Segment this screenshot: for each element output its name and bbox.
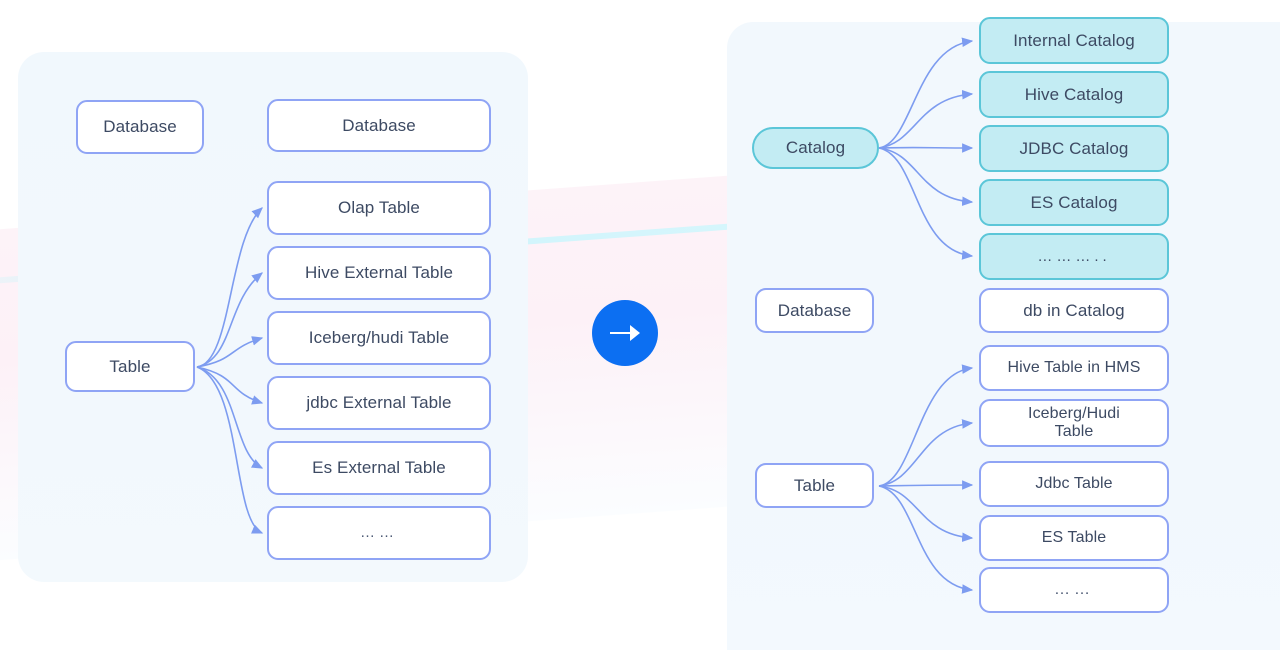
right-catalog-child-internal[interactable]: Internal Catalog [979,17,1169,64]
right-catalog-child-more[interactable]: ……….. [979,233,1169,280]
left-database-root[interactable]: Database [76,100,204,154]
left-table-child-hive-external[interactable]: Hive External Table [267,246,491,300]
right-table-root[interactable]: Table [755,463,874,508]
left-table-child-jdbc-external[interactable]: jdbc External Table [267,376,491,430]
right-catalog-root[interactable]: Catalog [752,127,879,169]
left-table-child-olap[interactable]: Olap Table [267,181,491,235]
right-database-root[interactable]: Database [755,288,874,333]
right-catalog-child-es[interactable]: ES Catalog [979,179,1169,226]
left-table-child-iceberg-hudi[interactable]: Iceberg/hudi Table [267,311,491,365]
transition-arrow-button[interactable] [592,300,658,366]
right-table-child-jdbc[interactable]: Jdbc Table [979,461,1169,507]
right-table-child-iceberg-hudi[interactable]: Iceberg/Hudi Table [979,399,1169,447]
right-table-child-more[interactable]: …… [979,567,1169,613]
arrow-right-icon [610,325,640,341]
left-table-child-more[interactable]: …… [267,506,491,560]
right-table-child-hive-hms[interactable]: Hive Table in HMS [979,345,1169,391]
right-catalog-child-jdbc[interactable]: JDBC Catalog [979,125,1169,172]
right-catalog-child-hive[interactable]: Hive Catalog [979,71,1169,118]
right-table-child-es[interactable]: ES Table [979,515,1169,561]
left-table-root[interactable]: Table [65,341,195,392]
left-table-child-es-external[interactable]: Es External Table [267,441,491,495]
right-database-child[interactable]: db in Catalog [979,288,1169,333]
left-database-child[interactable]: Database [267,99,491,152]
